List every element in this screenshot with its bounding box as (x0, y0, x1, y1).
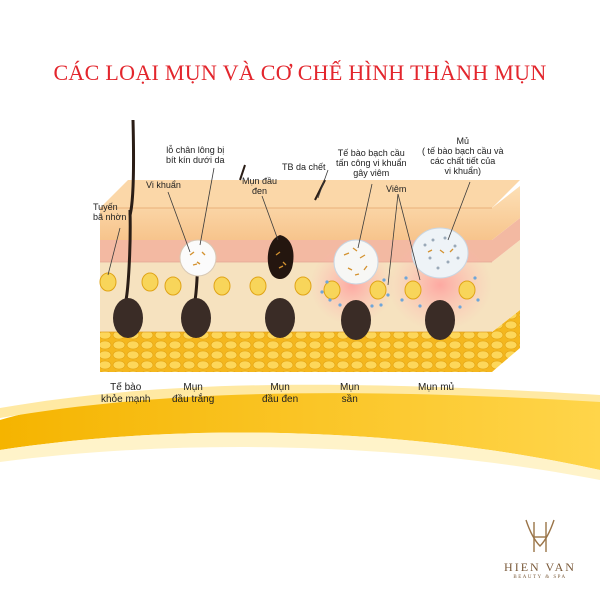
skin-surface (100, 180, 520, 208)
page-title: CÁC LOẠI MỤN VÀ CƠ CHẾ HÌNH THÀNH MỤN (53, 60, 547, 85)
label-inflammation: Viêm (386, 184, 407, 194)
papule-pore (333, 239, 379, 285)
fat-layer (100, 310, 520, 372)
epidermis-layer (100, 186, 520, 240)
hair-bulb (113, 298, 143, 338)
pustule-pore (411, 227, 469, 279)
brand-name: HIEN VAN (504, 560, 576, 574)
label-bacteria: Vi khuẩn (146, 180, 181, 190)
blackhead-pore (267, 235, 294, 280)
follicle-pustule (400, 227, 480, 340)
follicle-whitehead (164, 239, 231, 338)
brand-logo-mark (525, 519, 555, 552)
follicle-healthy (99, 119, 159, 338)
follicle-papule (314, 179, 390, 340)
decorative-swoosh (0, 384, 600, 480)
brand-tagline: BEAUTY & SPA (513, 575, 567, 580)
label-dead-skin-cells: TB da chết (282, 162, 326, 172)
sebaceous-gland (99, 272, 117, 292)
whitehead-pore (179, 239, 217, 277)
follicle-blackhead (239, 164, 312, 338)
stage-label-pustule: Mụn mủ (418, 382, 455, 393)
leader-lines (107, 167, 471, 286)
